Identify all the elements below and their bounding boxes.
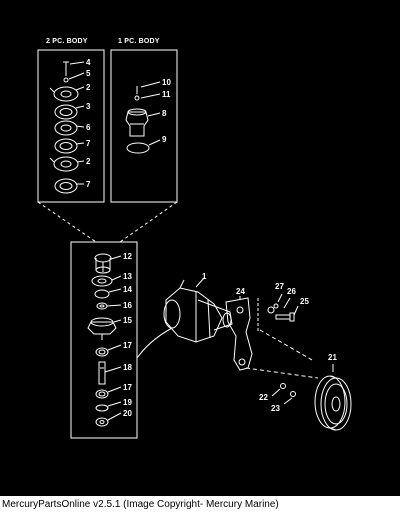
- washer-part-16: [96, 302, 108, 310]
- shaft-part-18: [98, 361, 106, 385]
- gasket-part-14: [94, 289, 110, 299]
- callout-lower-14: 14: [123, 285, 132, 294]
- callout-lower-16: 16: [123, 301, 132, 310]
- spacer-part-20: [95, 417, 109, 427]
- washer-part-5: [63, 77, 69, 83]
- gasket-part-7b: [54, 178, 78, 194]
- parts-diagram: 2 PC. BODY 1 PC. BODY 4 5 2 3 6 7 2 7 10…: [0, 0, 400, 496]
- callout-left-4: 4: [86, 58, 91, 67]
- bracket-part-24: [225, 297, 253, 371]
- callout-lower-12: 12: [123, 252, 132, 261]
- plate-part-2b: [49, 156, 79, 172]
- callout-right-11: 11: [162, 90, 171, 99]
- washer-part-19: [95, 404, 109, 412]
- copyright-footer: MercuryPartsOnline v2.5.1 (Image Copyrig…: [0, 496, 400, 514]
- screw-part-4: [63, 61, 69, 76]
- callout-lower-13: 13: [123, 272, 132, 281]
- callout-left-7b: 7: [86, 180, 91, 189]
- callout-assembly-25: 25: [300, 297, 309, 306]
- one-pc-body-box: [110, 49, 178, 203]
- callout-assembly-1: 1: [202, 272, 207, 281]
- callout-lower-18: 18: [123, 363, 132, 372]
- exploded-view-drawing: 2 PC. BODY 1 PC. BODY 4 5 2 3 6 7 2 7 10…: [37, 38, 352, 439]
- callout-left-2: 2: [86, 83, 91, 92]
- o-ring-part-9: [126, 142, 150, 154]
- seal-part-17a: [95, 347, 109, 357]
- nut-part-27: [273, 303, 279, 309]
- header-one-pc-body: 1 PC. BODY: [118, 38, 160, 45]
- water-hose: [136, 327, 173, 359]
- callout-assembly-22: 22: [259, 393, 268, 402]
- callout-left-3: 3: [86, 102, 91, 111]
- callout-left-7: 7: [86, 139, 91, 148]
- callout-assembly-21: 21: [328, 353, 337, 362]
- washer-part-11: [134, 95, 140, 101]
- callout-lower-17: 17: [123, 341, 132, 350]
- callout-lower-19: 19: [123, 398, 132, 407]
- header-two-pc-body: 2 PC. BODY: [46, 38, 88, 45]
- impeller-part-12: [94, 253, 112, 274]
- pump-assembly-part-1: [163, 279, 233, 343]
- plate-part-2: [49, 86, 79, 102]
- callout-left-2b: 2: [86, 157, 91, 166]
- plate-part-6: [54, 120, 78, 136]
- plate-part-13: [91, 275, 113, 287]
- pump-body-part-8: [125, 108, 149, 137]
- washer-part-26: [267, 306, 275, 314]
- callout-assembly-24: 24: [236, 287, 245, 296]
- callout-assembly-23: 23: [271, 404, 280, 413]
- callout-right-8: 8: [162, 109, 167, 118]
- two-pc-body-box: [37, 49, 105, 203]
- callout-assembly-27: 27: [275, 282, 284, 291]
- housing-part-15: [87, 317, 117, 340]
- nut-part-23: [290, 391, 296, 397]
- gasket-part-7a: [54, 138, 78, 154]
- pulley-part-21: [314, 375, 352, 431]
- pump-components-box: [70, 241, 138, 439]
- callout-lower-15: 15: [123, 316, 132, 325]
- bolt-part-25: [275, 312, 295, 322]
- callout-lower-20: 20: [123, 409, 132, 418]
- callout-assembly-26: 26: [287, 287, 296, 296]
- seal-part-17b: [95, 389, 109, 399]
- callout-right-9: 9: [162, 135, 167, 144]
- callout-lower-17b: 17: [123, 383, 132, 392]
- callout-right-10: 10: [162, 78, 171, 87]
- gasket-part-3: [54, 104, 78, 120]
- callout-left-5: 5: [86, 69, 91, 78]
- washer-part-22: [280, 383, 286, 389]
- callout-left-6: 6: [86, 123, 91, 132]
